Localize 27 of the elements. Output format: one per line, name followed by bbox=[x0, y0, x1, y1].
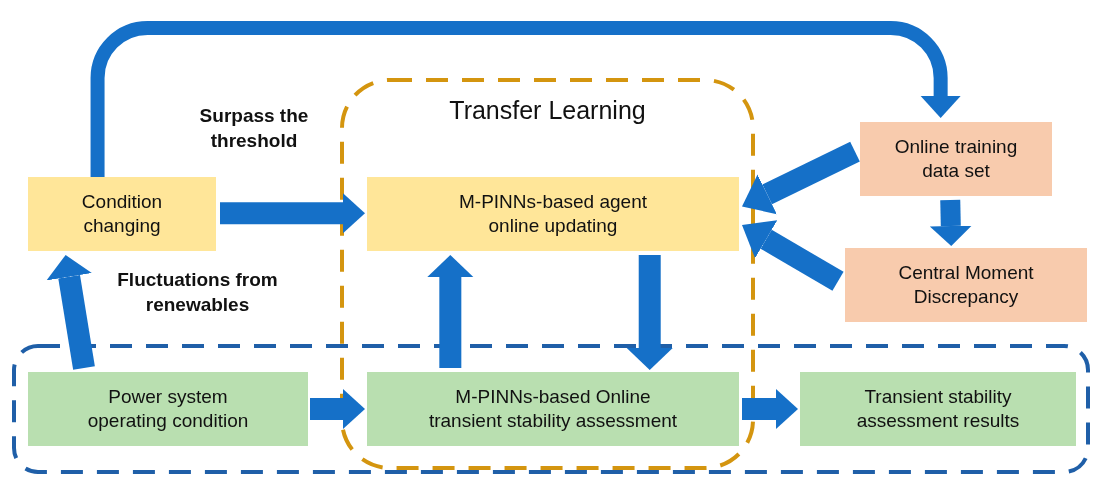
box-label: Central Moment Discrepancy bbox=[897, 261, 1035, 309]
process-box bbox=[800, 372, 1076, 446]
dashed-region bbox=[12, 344, 1090, 474]
process-box bbox=[28, 177, 216, 251]
arrow bbox=[46, 255, 95, 370]
arrow bbox=[220, 193, 365, 234]
process-box bbox=[367, 177, 739, 251]
box-label: M-PINNs-based agent online updating bbox=[458, 190, 648, 238]
dashed-region bbox=[340, 78, 755, 470]
region-title: Transfer Learning bbox=[448, 96, 647, 125]
box-label: Online training data set bbox=[893, 135, 1019, 183]
arrow bbox=[626, 255, 673, 370]
arrow bbox=[742, 220, 844, 291]
box-label: Power system operating condition bbox=[86, 385, 250, 433]
process-box bbox=[28, 372, 308, 446]
arrow bbox=[427, 255, 474, 368]
arrow bbox=[90, 21, 961, 177]
process-box bbox=[845, 248, 1087, 322]
process-box bbox=[367, 372, 739, 446]
arrow bbox=[742, 141, 860, 215]
arrow bbox=[929, 199, 972, 246]
box-label: Transient stability assessment results bbox=[855, 385, 1021, 433]
arrow bbox=[310, 389, 365, 429]
box-label: Condition changing bbox=[80, 190, 164, 238]
arrow bbox=[742, 389, 798, 429]
process-box bbox=[860, 122, 1052, 196]
box-label: M-PINNs-based Online transient stability assessment bbox=[427, 385, 679, 433]
